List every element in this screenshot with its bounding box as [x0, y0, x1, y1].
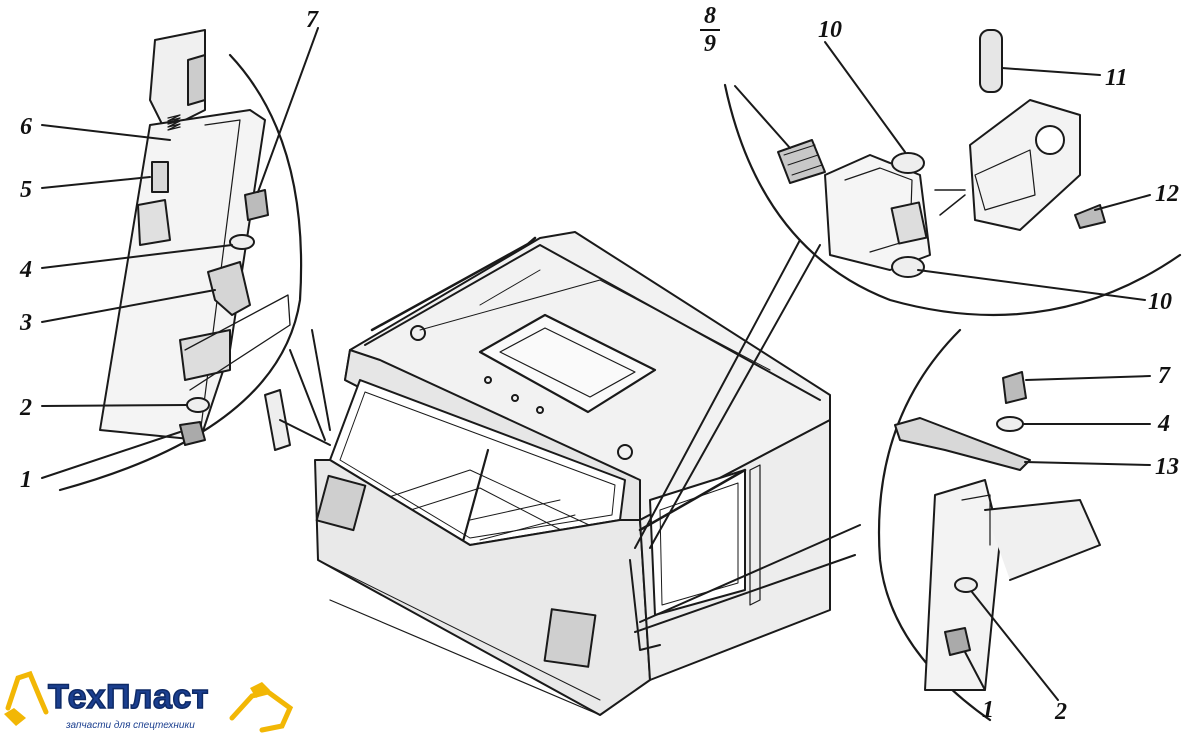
logo-tagline: запчасти для спецтехники — [66, 720, 195, 731]
techplast-logo: ТехПласт запчасти для спецтехники — [0, 668, 310, 740]
callout-2-right: 2 — [1055, 699, 1067, 725]
callout-10-bottom: 10 — [1148, 289, 1172, 315]
callout-4-right: 4 — [1158, 411, 1170, 437]
callout-7-right: 7 — [1158, 363, 1170, 389]
fraction-bar — [700, 29, 720, 31]
callout-7-left: 7 — [306, 7, 318, 33]
callout-4-left: 4 — [20, 257, 32, 283]
cab-body — [264, 231, 831, 716]
callout-12: 12 — [1155, 181, 1179, 207]
callout-2-left: 2 — [20, 395, 32, 421]
callout-8-over-9: 8 9 — [700, 4, 720, 56]
callout-9-denominator: 9 — [704, 31, 716, 57]
top-right-hinge-detail — [634, 29, 1182, 549]
callout-6: 6 — [20, 114, 32, 140]
bottom-right-hinge-detail — [634, 328, 1151, 722]
excavator-icon — [4, 670, 294, 733]
callout-1-left: 1 — [20, 467, 32, 493]
callout-5: 5 — [20, 177, 32, 203]
callout-10-top: 10 — [818, 17, 842, 43]
callout-11: 11 — [1105, 65, 1128, 91]
callout-13: 13 — [1155, 454, 1179, 480]
left-hinge-detail — [41, 27, 331, 492]
callout-1-right: 1 — [982, 697, 994, 723]
callout-3: 3 — [20, 310, 32, 336]
callout-8: 8 — [704, 3, 716, 29]
logo-brand-text: ТехПласт — [47, 677, 209, 717]
